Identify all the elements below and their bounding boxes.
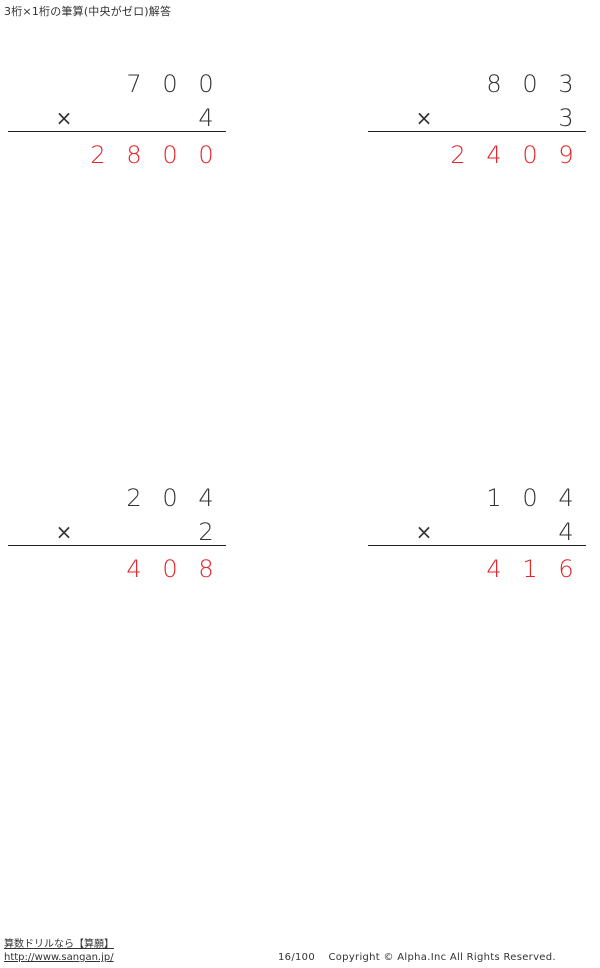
- answer-row: 4 0 8: [8, 551, 228, 587]
- digit: 0: [522, 484, 538, 512]
- digit: 4: [558, 484, 574, 512]
- times-sign: ×: [55, 520, 73, 544]
- digit: 4: [198, 104, 214, 132]
- answer-rule: [8, 131, 226, 132]
- answer-digit: 0: [522, 141, 538, 169]
- answer-row: 2 4 0 9: [368, 137, 588, 173]
- answer-digit: 0: [162, 141, 178, 169]
- answer-digit: 6: [558, 555, 574, 583]
- multiplicand-row: 8 0 3: [368, 66, 588, 102]
- times-sign: ×: [415, 106, 433, 130]
- answer-digit: 0: [162, 555, 178, 583]
- answer-digit: 9: [558, 141, 574, 169]
- answer-digit: 4: [486, 141, 502, 169]
- problem-3: 2 0 4 × 2 4 0 8: [8, 480, 228, 600]
- answer-row: 2 8 0 0: [8, 137, 228, 173]
- multiplicand-row: 2 0 4: [8, 480, 228, 516]
- digit: 3: [558, 104, 574, 132]
- multiplier-row: × 4: [368, 514, 588, 550]
- digit: 1: [486, 484, 502, 512]
- digit: 2: [198, 518, 214, 546]
- site-links: 算数ドリルなら【算願】 http://www.sangan.jp/: [4, 938, 114, 964]
- digit: 7: [126, 70, 142, 98]
- answer-rule: [8, 545, 226, 546]
- problem-4: 1 0 4 × 4 4 1 6: [368, 480, 588, 600]
- digit: 0: [162, 70, 178, 98]
- digit: 3: [558, 70, 574, 98]
- site-name-link[interactable]: 算数ドリルなら【算願】: [4, 939, 114, 950]
- answer-digit: 8: [126, 141, 142, 169]
- digit: 4: [198, 484, 214, 512]
- answer-digit: 1: [522, 555, 538, 583]
- answer-rule: [368, 131, 586, 132]
- digit: 0: [522, 70, 538, 98]
- answer-digit: 4: [486, 555, 502, 583]
- multiplicand-row: 7 0 0: [8, 66, 228, 102]
- answer-row: 4 1 6: [368, 551, 588, 587]
- problem-2: 8 0 3 × 3 2 4 0 9: [368, 66, 588, 186]
- worksheet-title: 3桁×1桁の筆算(中央がゼロ)解答: [4, 5, 172, 18]
- multiplier-row: × 3: [368, 100, 588, 136]
- digit: 0: [198, 70, 214, 98]
- multiplier-row: × 2: [8, 514, 228, 550]
- site-url-link[interactable]: http://www.sangan.jp/: [4, 952, 114, 963]
- times-sign: ×: [55, 106, 73, 130]
- answer-digit: 0: [198, 141, 214, 169]
- copyright-text: Copyright © Alpha.Inc All Rights Reserve…: [328, 952, 556, 963]
- answer-digit: 4: [126, 555, 142, 583]
- answer-rule: [368, 545, 586, 546]
- multiplier-row: × 4: [8, 100, 228, 136]
- footer-info: 16/100 Copyright © Alpha.Inc All Rights …: [278, 952, 556, 963]
- digit: 4: [558, 518, 574, 546]
- digit: 0: [162, 484, 178, 512]
- answer-digit: 2: [450, 141, 466, 169]
- digit: 8: [486, 70, 502, 98]
- page-number: 16/100: [278, 952, 315, 963]
- answer-digit: 2: [90, 141, 106, 169]
- problem-1: 7 0 0 × 4 2 8 0 0: [8, 66, 228, 186]
- digit: 2: [126, 484, 142, 512]
- multiplicand-row: 1 0 4: [368, 480, 588, 516]
- answer-digit: 8: [198, 555, 214, 583]
- times-sign: ×: [415, 520, 433, 544]
